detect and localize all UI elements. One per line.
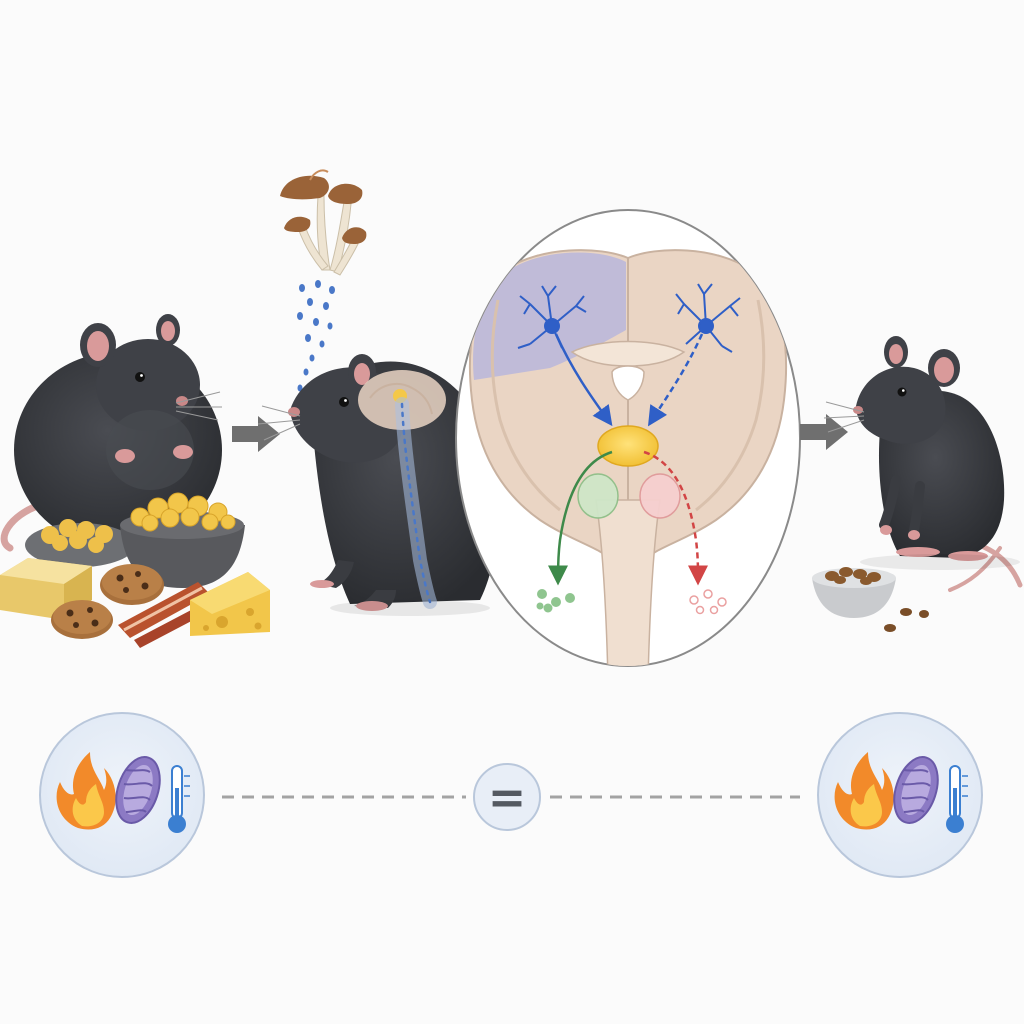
equals-symbol: =: [488, 770, 527, 824]
downstream-nucleus-red: [639, 473, 681, 519]
summary-row: =: [39, 712, 983, 878]
output-particles-green: [536, 589, 575, 613]
obese-mouse-panel: [0, 314, 270, 648]
mushroom-icon: [280, 169, 367, 276]
flame-icon: [56, 752, 116, 830]
flame-icon: [834, 752, 894, 830]
output-path-green: [548, 450, 613, 586]
mitochondrion-icon: [893, 756, 939, 824]
extract-drops: [297, 280, 335, 392]
output-path-red: [643, 450, 708, 586]
brain-zoom-lens: [455, 209, 801, 667]
high-fat-food-pile: [0, 492, 270, 648]
equals-icon: =: [473, 763, 541, 831]
energy-expenditure-badge-right: [817, 712, 983, 878]
projection-arrow-right: [647, 333, 704, 427]
hypothalamus-hub: [597, 425, 659, 467]
chow-bowl: [812, 567, 929, 632]
output-particles-red: [689, 589, 727, 615]
cortical-neuron-left: [517, 285, 587, 349]
cortical-neuron-right: [675, 283, 741, 353]
arrow-right-icon: [800, 414, 848, 450]
projection-arrow-left: [554, 333, 613, 427]
thermometer-icon: [168, 765, 190, 833]
arrow-right-icon: [232, 416, 280, 452]
thermometer-icon: [946, 765, 968, 833]
energy-expenditure-badge-left: [39, 712, 205, 878]
lean-mouse: [823, 336, 1023, 592]
mitochondrion-icon: [115, 756, 161, 824]
treated-mouse: [257, 354, 498, 616]
downstream-nucleus-green: [577, 473, 619, 519]
lean-mouse-panel: [812, 336, 1023, 632]
